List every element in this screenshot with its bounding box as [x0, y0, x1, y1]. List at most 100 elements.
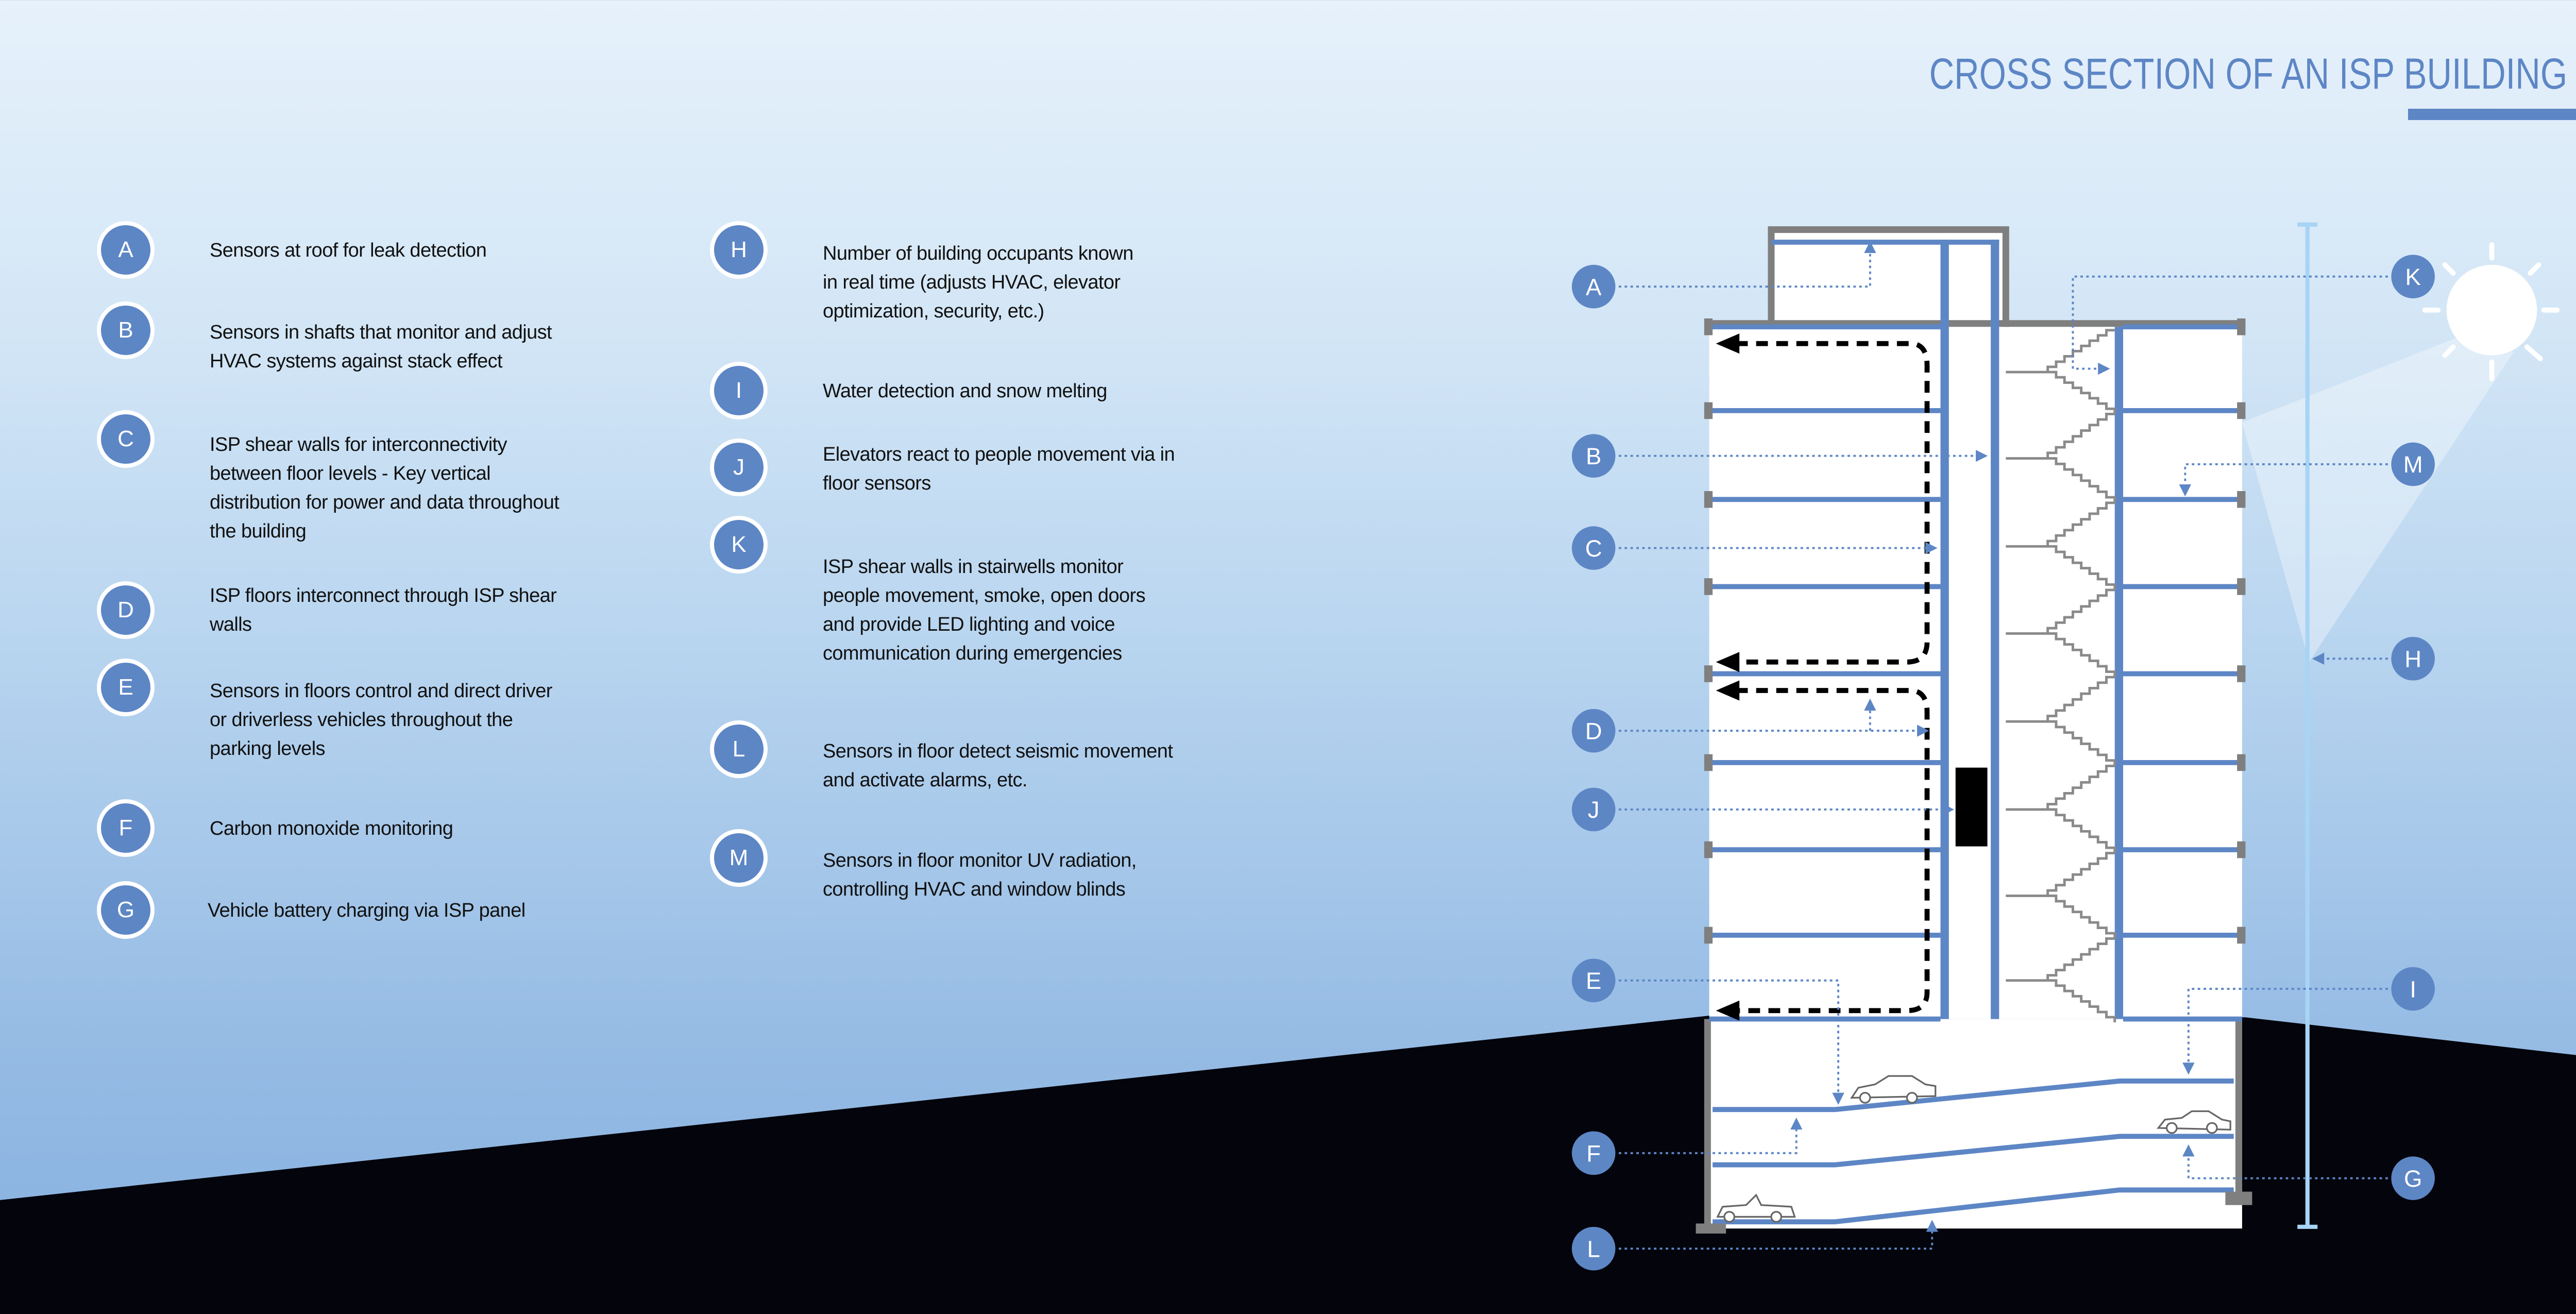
wall-peg — [2237, 402, 2246, 419]
car-icon — [1716, 1075, 2231, 1223]
legend-text-line: optimization, security, etc.) — [823, 300, 1044, 322]
diagram-callout-i: I — [2391, 967, 2435, 1011]
legend-text-line: the building — [210, 520, 307, 542]
legend-badge-k: K — [710, 516, 768, 574]
legend-text-line: Elevators react to people movement via i… — [823, 444, 1175, 465]
stair-flight — [2006, 852, 2116, 939]
wall-peg — [2237, 754, 2246, 771]
legend-badge-j: J — [710, 439, 768, 496]
wall-peg — [1704, 926, 1713, 944]
floor-slab — [2123, 847, 2242, 852]
diagram-callout-l: L — [1571, 1226, 1616, 1271]
legend-text-line: Sensors in floor monitor UV radiation, — [823, 850, 1137, 871]
floor-slabs — [1704, 318, 2246, 1022]
callout-circle — [2391, 967, 2435, 1011]
legend-item-c: ISP shear walls for interconnectivity bet… — [210, 430, 560, 546]
stair-flight — [2006, 937, 2116, 1023]
callout-circle — [1571, 958, 1616, 1003]
stair-flight — [2006, 412, 2116, 503]
callout-circle — [1571, 1226, 1616, 1271]
legend-text-line: Sensors in floors control and direct dri… — [210, 680, 552, 702]
floor-slab — [2123, 408, 2242, 413]
floor-slab — [2123, 584, 2242, 589]
callout-letter: C — [1585, 535, 1602, 562]
sun-beam — [2242, 335, 2514, 662]
stair-flight — [2006, 588, 2116, 678]
legend-text-line: and activate alarms, etc. — [823, 769, 1027, 791]
floor-slab — [1709, 933, 1941, 938]
floor-slab — [2123, 760, 2242, 765]
legend-text-line: between floor levels - Key vertical — [210, 463, 491, 484]
callout-circle — [2391, 636, 2435, 681]
diagram-callout-b: B — [1571, 434, 1616, 478]
callout-leaders — [1618, 241, 2388, 1250]
legend-text-line: walls — [210, 614, 252, 635]
legend-item-j: Elevators react to people movement via i… — [823, 440, 1175, 498]
callout-circle — [1571, 434, 1616, 478]
stair-flight — [2006, 764, 2116, 853]
stairwell — [2006, 329, 2116, 1023]
diagram-callout-m: M — [2391, 442, 2435, 486]
legend-badge-m: M — [710, 829, 768, 887]
floor-slab — [2123, 671, 2242, 677]
legend-item-i: Water detection and snow melting — [823, 377, 1107, 406]
callout-letter: G — [2404, 1166, 2422, 1192]
legend-text-line: communication during emergencies — [823, 643, 1122, 664]
diagram-callout-k: K — [2391, 255, 2435, 298]
callout-letter: M — [2403, 451, 2423, 478]
diagram-callout-h: H — [2391, 636, 2435, 681]
legend-badge-b: B — [97, 301, 155, 359]
legend-badge-f: F — [97, 799, 155, 857]
sun-icon — [2422, 242, 2560, 381]
callout-circle — [2391, 1156, 2435, 1200]
wall-peg — [1704, 578, 1713, 595]
floor-slab — [2123, 933, 2242, 938]
floor-slab — [2123, 324, 2242, 330]
stair-flight — [2006, 501, 2116, 590]
legend-text-line: Sensors in shafts that monitor and adjus… — [210, 322, 552, 343]
legend-badge-l: L — [710, 720, 768, 778]
legend-text-line: floor sensors — [823, 473, 931, 494]
callout-letter: H — [2404, 646, 2421, 672]
callout-letter: B — [1586, 443, 1601, 469]
floor-slab — [2123, 1016, 2242, 1022]
callout-letter: L — [1587, 1236, 1600, 1262]
wall-peg — [2237, 665, 2246, 682]
legend-item-b: Sensors in shafts that monitor and adjus… — [210, 318, 552, 376]
callout-circle — [1571, 1131, 1616, 1175]
stair-flight — [2006, 676, 2116, 766]
legend-badge-e: E — [97, 659, 155, 716]
wall-peg — [2237, 841, 2246, 858]
legend-badge-d: D — [97, 581, 155, 639]
legend-text-line: HVAC systems against stack effect — [210, 350, 503, 372]
legend-item-a: Sensors at roof for leak detection — [210, 236, 487, 265]
floor-slab — [1709, 760, 1941, 765]
callout-circle — [2391, 255, 2435, 298]
legend-item-m: Sensors in floor monitor UV radiation, co… — [823, 846, 1137, 904]
page-title: CROSS SECTION OF AN ISP BUILDING — [1929, 49, 2567, 98]
diagram-callout-e: E — [1571, 958, 1616, 1003]
legend-badge-g: G — [97, 881, 155, 939]
stair-flight — [2006, 329, 2116, 414]
callout-letter: I — [2410, 976, 2416, 1002]
legend-item-l: Sensors in floor detect seismic movement… — [823, 737, 1173, 795]
legend-text-line: Number of building occupants known — [823, 243, 1133, 264]
wall-peg — [1704, 402, 1713, 419]
legend-text-line: Vehicle battery charging via ISP panel — [208, 900, 526, 921]
callout-circle — [1571, 264, 1616, 309]
airflow-arrows — [1736, 341, 1930, 1014]
legend-text-line: ISP shear walls for interconnectivity — [210, 434, 507, 456]
legend-text-line: ISP floors interconnect through ISP shea… — [210, 585, 557, 607]
wall-peg — [2237, 491, 2246, 508]
wall-peg — [2237, 926, 2246, 944]
legend-text-line: or driverless vehicles throughout the — [210, 709, 513, 731]
legend-item-d: ISP floors interconnect through ISP shea… — [210, 581, 557, 639]
airflow-arrowheads — [1716, 333, 1740, 1021]
diagram-callout-f: F — [1571, 1131, 1616, 1175]
legend-text-line: Sensors in floor detect seismic movement — [823, 740, 1173, 762]
legend-text-line: controlling HVAC and window blinds — [823, 879, 1126, 900]
legend-badge-a: A — [97, 221, 155, 279]
legend-badge-i: I — [710, 362, 768, 419]
legend-item-e: Sensors in floors control and direct dri… — [210, 677, 552, 763]
